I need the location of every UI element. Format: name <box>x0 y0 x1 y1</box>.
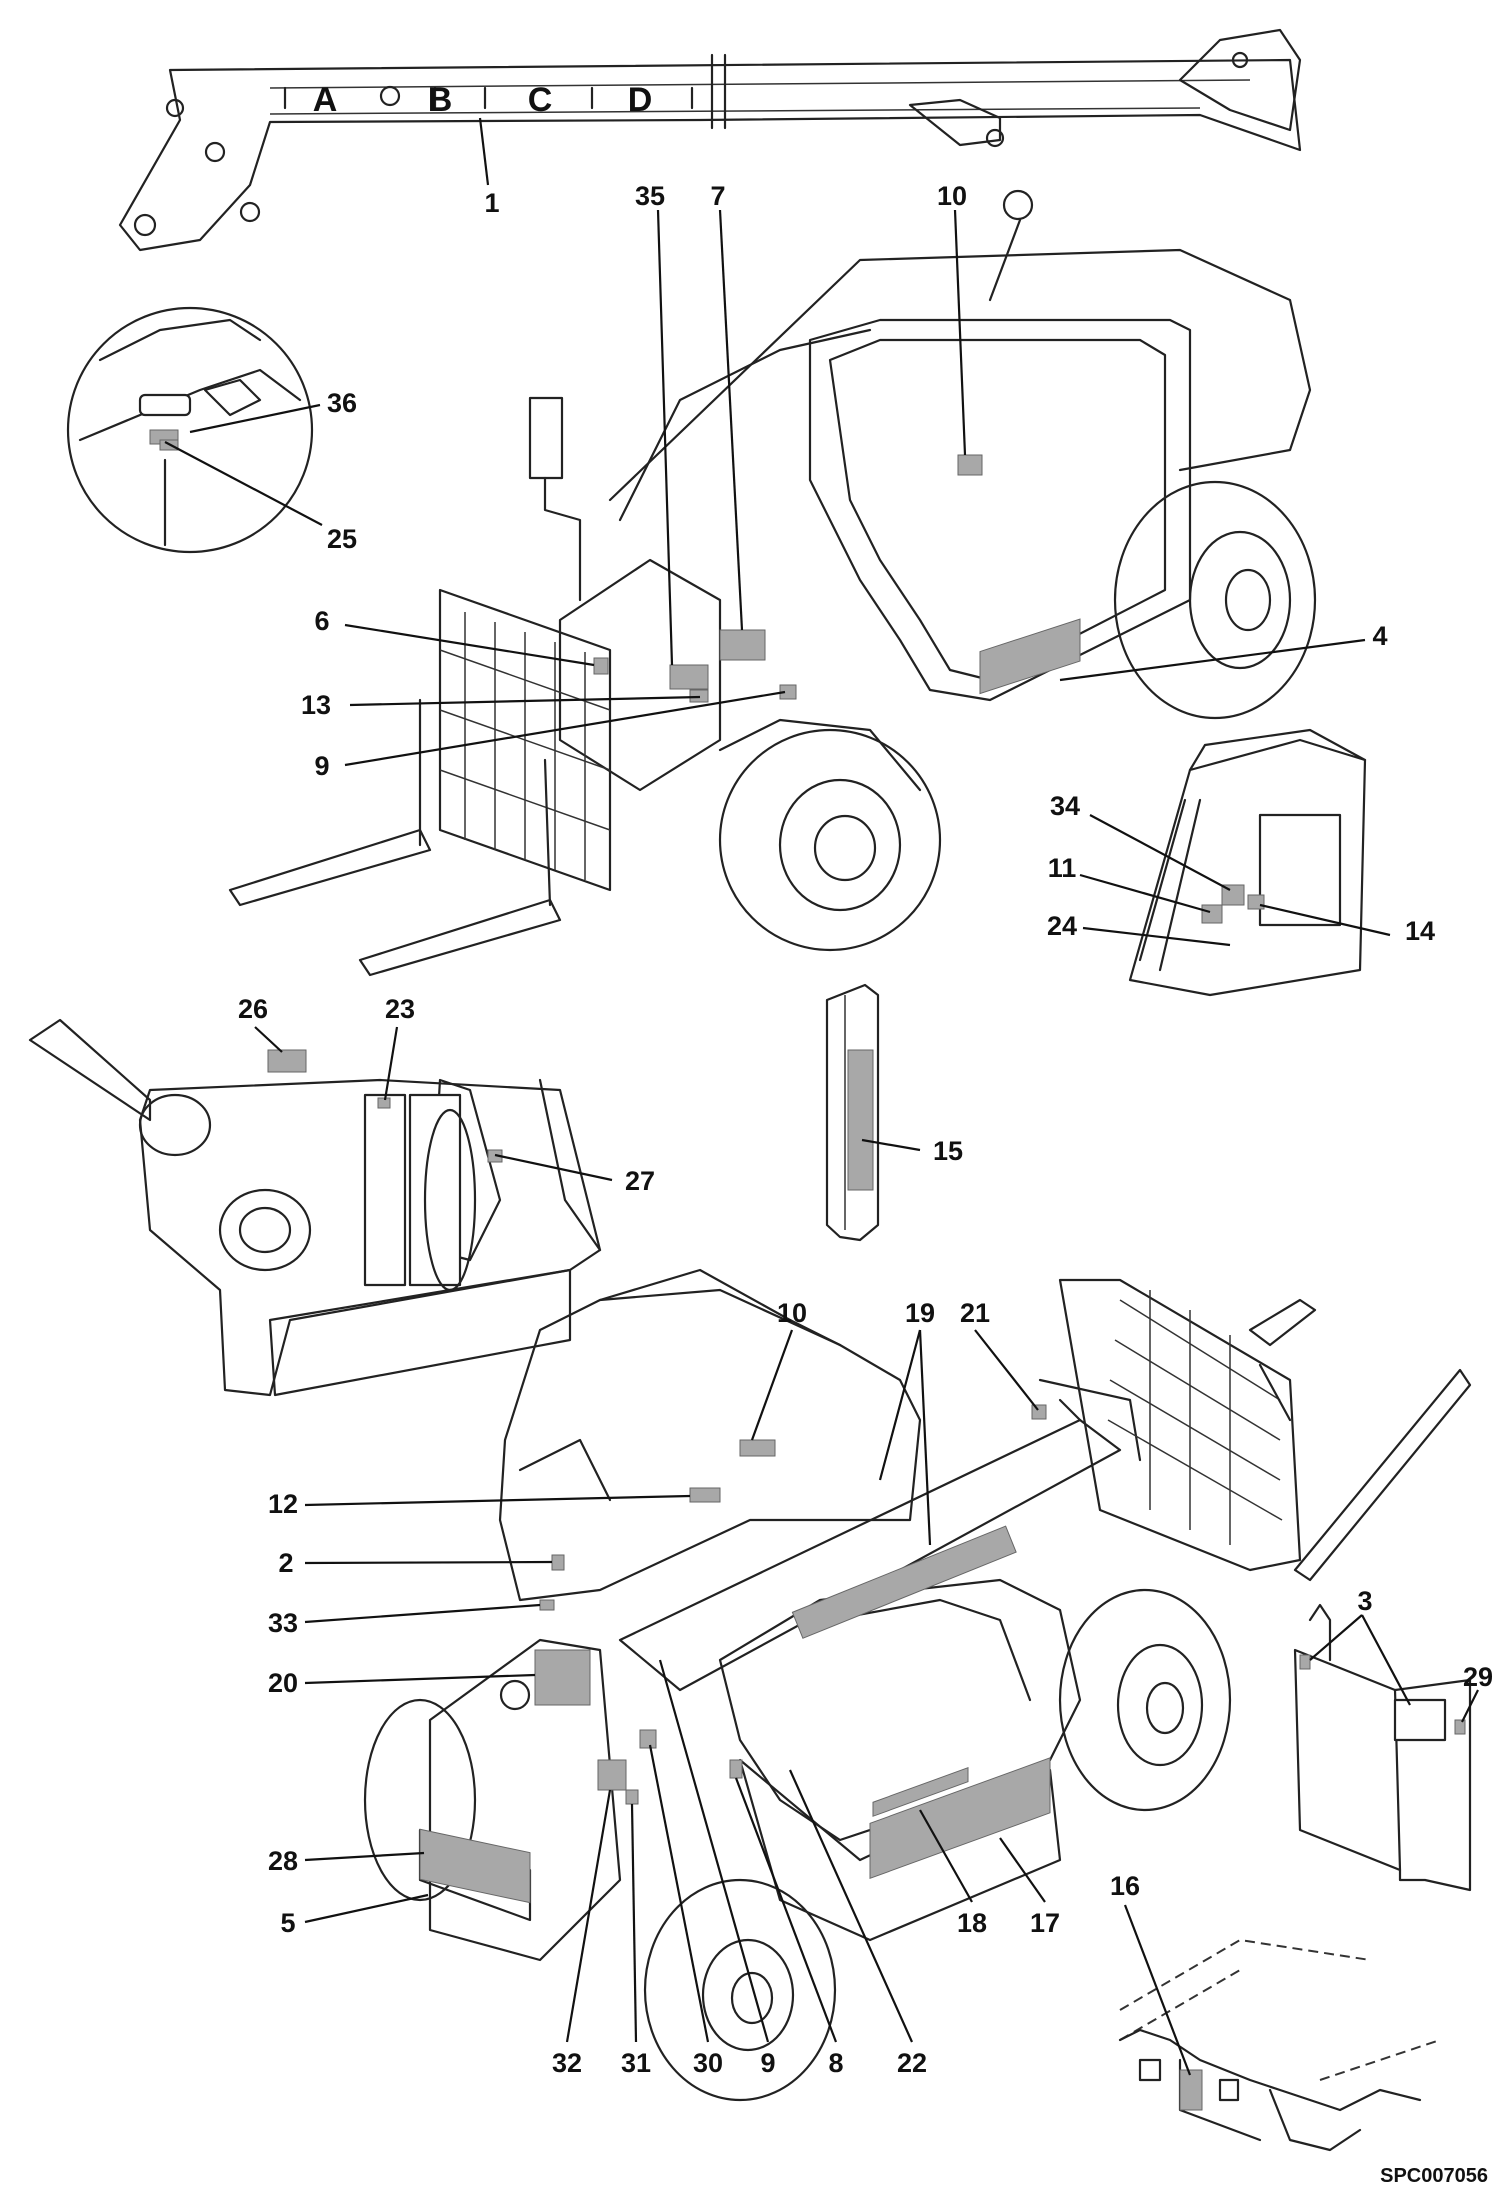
callout-36: 36 <box>327 388 357 418</box>
callout-5: 5 <box>280 1908 295 1938</box>
decal-10-bottom <box>739 1439 776 1457</box>
decal-4-cab-side <box>979 618 1081 695</box>
callout-26: 26 <box>238 994 268 1024</box>
decal-17 <box>869 1757 1051 1880</box>
callout-9: 9 <box>314 751 329 781</box>
callout-8: 8 <box>828 2048 843 2078</box>
decal-14 <box>1247 894 1265 910</box>
decal-31 <box>625 1789 639 1805</box>
decal-23 <box>377 1097 391 1109</box>
engine-compartment-view <box>28 1018 602 1397</box>
decal-11 <box>1201 904 1223 924</box>
chassis-detail-view <box>1118 1938 1441 2152</box>
decal-35 <box>669 664 709 690</box>
callout-30: 30 <box>693 2048 723 2078</box>
callout-34: 34 <box>1050 791 1080 821</box>
callout-20: 20 <box>268 1668 298 1698</box>
figure-reference-code: SPC007056 <box>1380 2165 1488 2187</box>
telehandler-rear-view <box>363 1268 1472 2102</box>
callout-19: 19 <box>905 1298 935 1328</box>
callout-22: 22 <box>897 2048 927 2078</box>
callout-2: 2 <box>278 1548 293 1578</box>
boom-letter-b: B <box>428 81 453 119</box>
telehandler-front-view <box>228 189 1317 977</box>
cylinder-cover-view <box>825 983 880 1242</box>
callout-32: 32 <box>552 2048 582 2078</box>
callout-23: 23 <box>385 994 415 1024</box>
callout-35: 35 <box>635 181 665 211</box>
detail-circle-hood <box>66 306 314 554</box>
decal-7 <box>719 629 766 661</box>
decal-18 <box>872 1766 969 1817</box>
boom-letter-a: A <box>313 81 338 119</box>
callout-16: 16 <box>1110 1871 1140 1901</box>
callout-18: 18 <box>957 1908 987 1938</box>
callout-21: 21 <box>960 1298 990 1328</box>
boom-letter-d: D <box>628 81 653 119</box>
decal-26 <box>267 1049 307 1073</box>
callout-28: 28 <box>268 1846 298 1876</box>
callout-31: 31 <box>621 2048 651 2078</box>
decal-33 <box>539 1599 555 1611</box>
callout-13: 13 <box>301 690 331 720</box>
callout-1: 1 <box>484 188 499 218</box>
decal-2 <box>551 1554 565 1571</box>
callout-10: 10 <box>937 181 967 211</box>
decal-20 <box>534 1649 591 1706</box>
cab-interior-view <box>1128 728 1367 997</box>
callout-11: 11 <box>1048 853 1077 883</box>
decal-6 <box>593 657 609 675</box>
callout-33: 33 <box>268 1608 298 1638</box>
decal-12 <box>689 1487 721 1503</box>
decal-19 <box>791 1525 1017 1639</box>
callout-27: 27 <box>625 1166 655 1196</box>
decal-15 <box>847 1049 874 1191</box>
boom-letter-c: C <box>528 81 553 119</box>
callout-17: 17 <box>1030 1908 1060 1938</box>
callout-9-rear: 9 <box>760 2048 775 2078</box>
callout-25: 25 <box>327 524 357 554</box>
callout-3: 3 <box>1357 1586 1372 1616</box>
callout-24: 24 <box>1047 911 1077 941</box>
callout-12: 12 <box>268 1489 298 1519</box>
callout-29: 29 <box>1463 1662 1493 1692</box>
callout-7: 7 <box>710 181 725 211</box>
decal-30 <box>639 1729 657 1749</box>
decal-8 <box>729 1759 743 1779</box>
callout-15: 15 <box>933 1136 963 1166</box>
decal-32 <box>597 1759 627 1791</box>
decal-34 <box>1221 884 1245 906</box>
callout-14: 14 <box>1405 916 1435 946</box>
hydraulic-tank-view <box>1293 1603 1472 1892</box>
callout-10-rear: 10 <box>777 1298 807 1328</box>
callout-4: 4 <box>1372 621 1387 651</box>
decal-3 <box>1299 1654 1311 1670</box>
callout-6: 6 <box>314 606 329 636</box>
decal-29 <box>1454 1719 1466 1735</box>
boom-view: A B C D 1 <box>118 28 1302 252</box>
decal-21 <box>1031 1404 1047 1420</box>
decal-28 <box>419 1828 531 1904</box>
decal-16 <box>1179 2069 1203 2111</box>
decal-10-top <box>957 454 983 476</box>
